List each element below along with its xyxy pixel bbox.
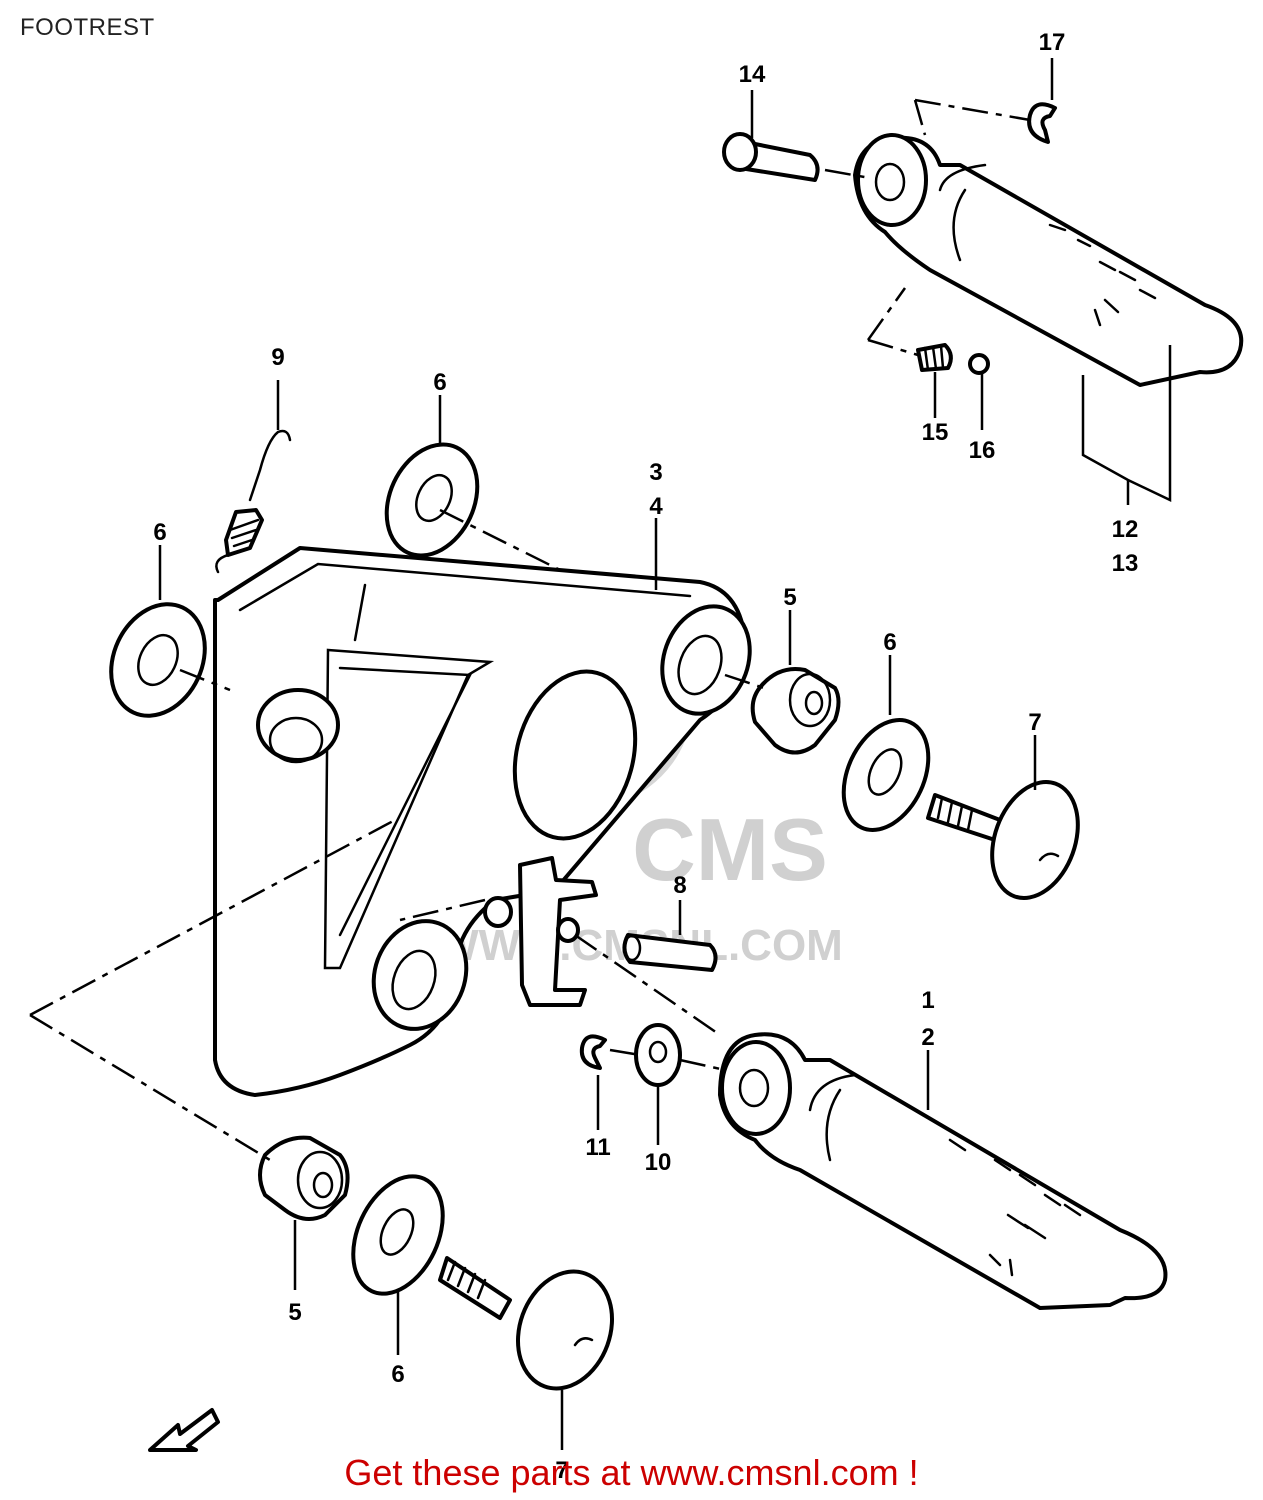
- callout-2: 2: [921, 1024, 934, 1051]
- callout-17: 17: [1039, 29, 1066, 56]
- callout-7-lower: 7: [555, 1457, 568, 1484]
- bushing-right: [750, 667, 841, 755]
- parts-link-footer[interactable]: Get these parts at www.cmsnl.com !: [344, 1452, 919, 1493]
- callout-labels: 1 2 3 4 5 5 6 6 6 6 6 7 7 8 9 10 11 12 1…: [153, 29, 1138, 1484]
- page-title: FOOTREST: [20, 14, 155, 41]
- callout-5-lower: 5: [288, 1299, 301, 1326]
- callout-12: 12: [1112, 516, 1139, 543]
- callout-10: 10: [645, 1149, 672, 1176]
- callout-16: 16: [969, 437, 996, 464]
- detent-spring: [916, 343, 953, 372]
- callout-13: 13: [1112, 550, 1139, 577]
- return-spring: [215, 429, 292, 574]
- callout-1: 1: [921, 987, 934, 1014]
- callout-8: 8: [673, 872, 686, 899]
- callout-9: 9: [271, 344, 284, 371]
- callout-6-right: 6: [883, 629, 896, 656]
- front-direction-arrow-icon: [148, 1408, 220, 1452]
- assembly-lines: [29, 98, 1031, 1162]
- bushing-lower: [258, 1135, 350, 1221]
- bolt-lower: [438, 1256, 615, 1391]
- footrest-peg-lower: [718, 1032, 1168, 1310]
- callout-4: 4: [649, 493, 663, 520]
- e-clip-lower: [579, 1034, 607, 1070]
- washer-small: [634, 1023, 682, 1087]
- bolt-right: [926, 779, 1080, 901]
- detent-ball: [968, 353, 990, 375]
- callout-11: 11: [585, 1134, 610, 1161]
- callout-7-right: 7: [1028, 709, 1041, 736]
- callout-5-right: 5: [783, 584, 796, 611]
- callout-6-upper: 6: [433, 369, 446, 396]
- footrest-peg-upper: [853, 133, 1244, 387]
- leader-lines: [158, 58, 1172, 1450]
- callout-3: 3: [649, 459, 662, 486]
- pivot-pin: [622, 933, 718, 972]
- e-clip-upper: [1027, 102, 1057, 144]
- callout-14: 14: [739, 61, 766, 88]
- footrest-bracket: [213, 546, 752, 1097]
- callout-15: 15: [922, 419, 949, 446]
- washer-right: [841, 718, 931, 832]
- washer-upper: [384, 442, 480, 558]
- washer-lower: [351, 1174, 445, 1296]
- callout-6-lower: 6: [391, 1361, 404, 1388]
- watermark-brand: CMS: [632, 800, 828, 899]
- pivot-pin-upper: [722, 132, 820, 182]
- washer-left: [109, 602, 207, 718]
- callout-6-left: 6: [153, 519, 166, 546]
